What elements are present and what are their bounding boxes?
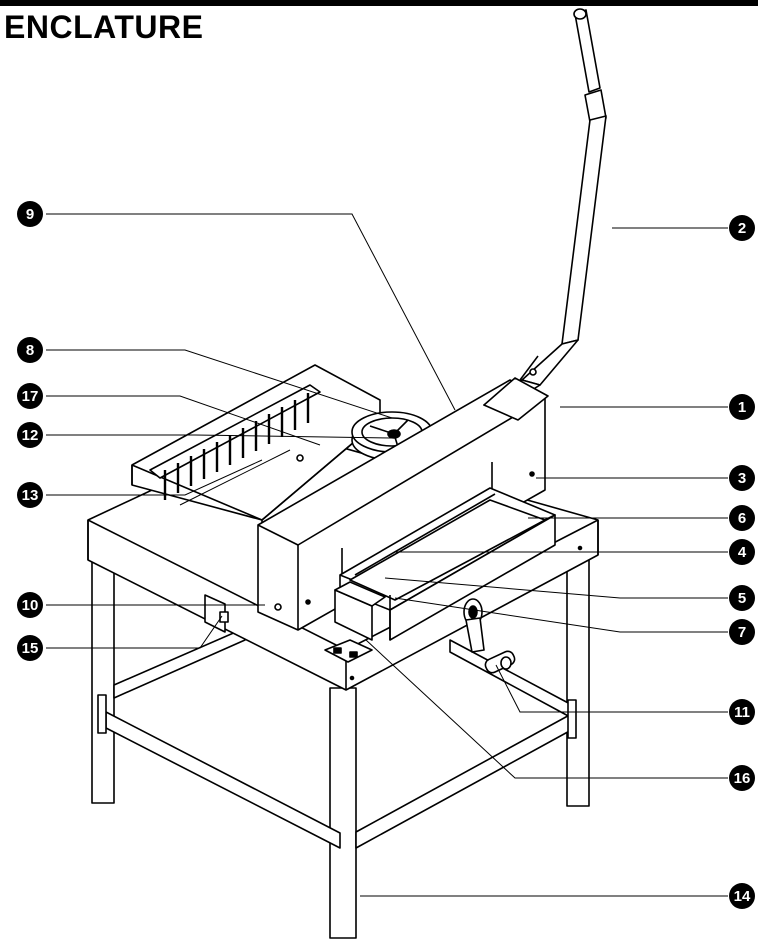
svg-text:11: 11 [734,704,750,721]
callout-1: 1 [729,394,755,420]
svg-text:15: 15 [22,640,39,657]
svg-text:4: 4 [738,544,747,561]
callout-9: 9 [17,201,43,227]
leader-lines [46,213,728,897]
callout-10: 10 [17,592,43,618]
svg-text:7: 7 [738,624,746,641]
callout-11: 11 [729,699,755,725]
callout-5: 5 [729,585,755,611]
callouts: 1 2 3 4 5 6 7 8 9 10 11 12 13 14 15 16 1… [17,201,755,909]
stand [91,554,590,939]
svg-text:17: 17 [22,388,39,405]
callout-15: 15 [17,635,43,661]
page-title: ENCLATURE [4,9,204,45]
main-body [257,379,546,631]
svg-text:13: 13 [22,487,39,504]
callout-4: 4 [729,539,755,565]
svg-text:3: 3 [738,470,746,487]
callout-16: 16 [729,765,755,791]
svg-text:6: 6 [738,510,746,527]
side-crank [463,598,485,653]
callout-8: 8 [17,337,43,363]
callout-13: 13 [17,482,43,508]
svg-text:2: 2 [738,220,746,237]
switch-box [204,594,229,633]
clamp-assembly [334,487,556,641]
svg-text:8: 8 [26,342,34,359]
svg-text:14: 14 [734,888,751,905]
callout-7: 7 [729,619,755,645]
svg-text:10: 10 [22,597,39,614]
callout-6: 6 [729,505,755,531]
callout-12: 12 [17,422,43,448]
front-buttons [324,639,373,663]
callout-14: 14 [729,883,755,909]
svg-text:12: 12 [22,427,39,444]
back-table [131,364,381,540]
callout-2: 2 [729,215,755,241]
svg-text:1: 1 [738,399,746,416]
svg-text:9: 9 [26,206,34,223]
svg-text:16: 16 [734,770,751,787]
lever-arm [483,8,607,421]
header-rule [0,0,758,6]
callout-17: 17 [17,383,43,409]
callout-3: 3 [729,465,755,491]
svg-text:5: 5 [738,590,746,607]
